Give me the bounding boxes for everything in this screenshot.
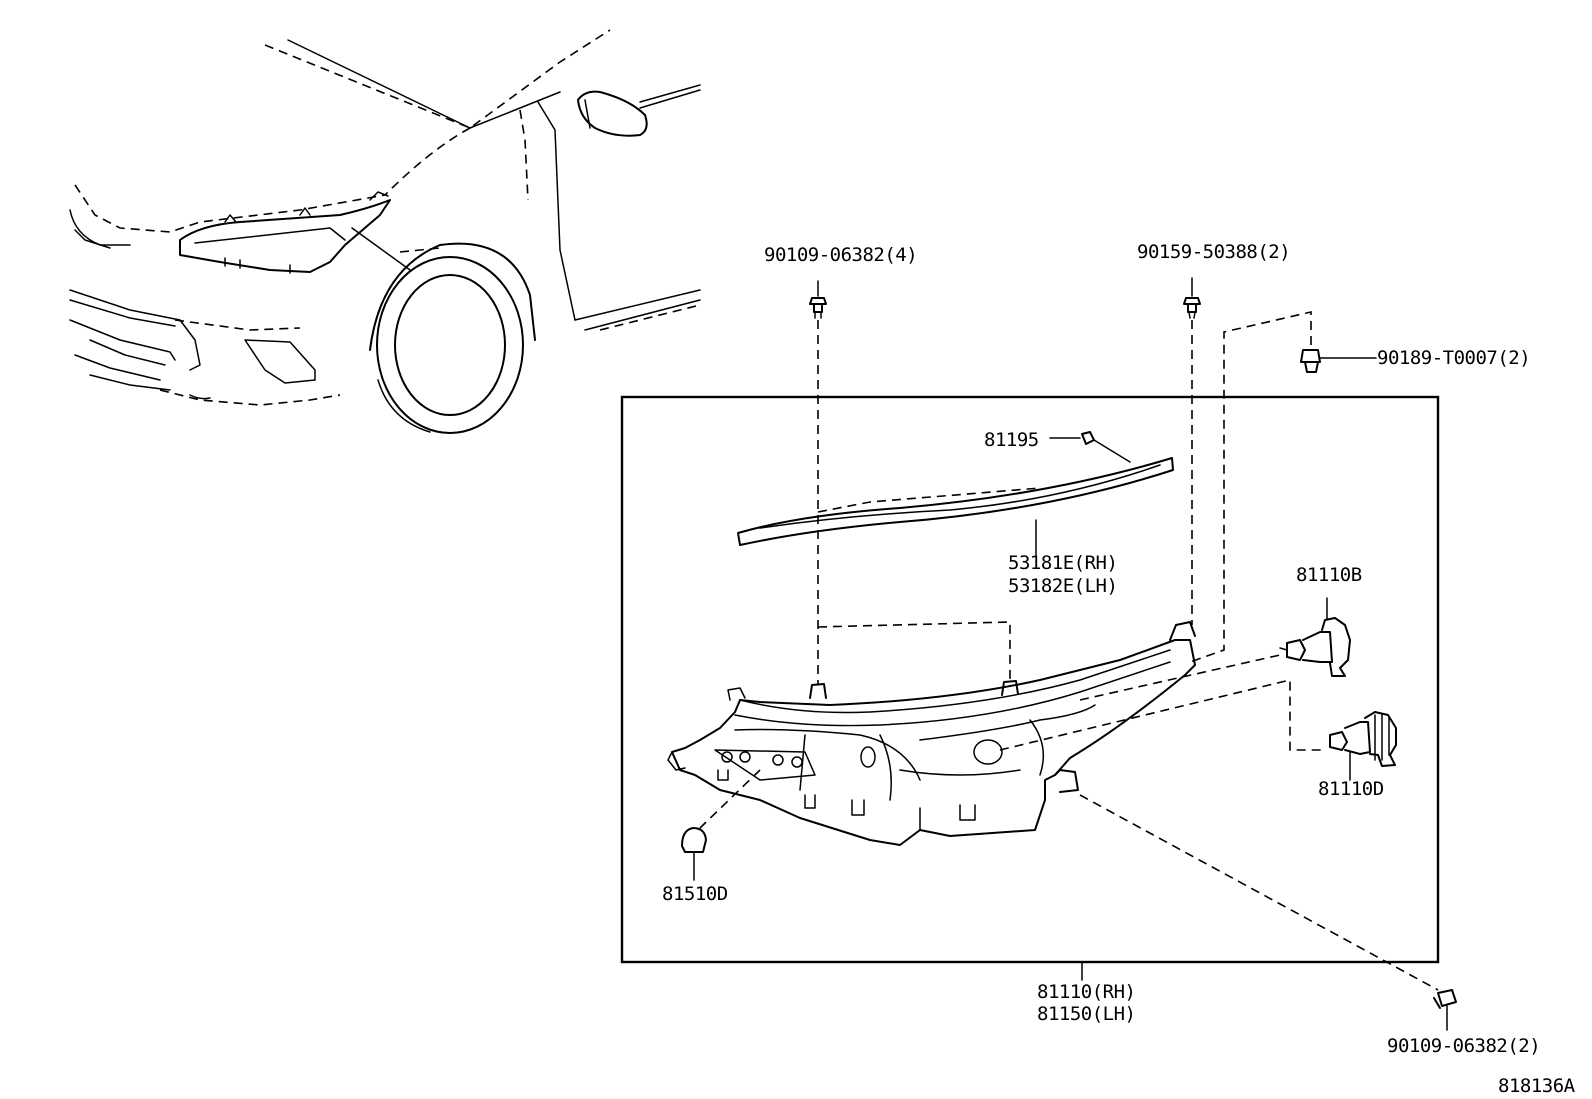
dash-line-bulb-510d xyxy=(699,769,761,829)
label-trim-53182e-lh: 53182E(LH) xyxy=(1008,575,1117,597)
plug-icon-81195 xyxy=(1049,431,1131,463)
screw-icon-top-right xyxy=(1183,277,1201,319)
bulb-icon-81110b xyxy=(1279,597,1351,677)
clip-icon-right xyxy=(1300,349,1377,373)
trim-molding-53181e xyxy=(737,457,1174,556)
dash-line-clip xyxy=(1189,310,1312,663)
bulb-icon-81110d xyxy=(1329,711,1397,781)
trim-dash-outline xyxy=(817,487,1041,513)
dash-line-bolt-bottom xyxy=(1079,794,1439,991)
label-bulb-81110d: 81110D xyxy=(1318,778,1384,800)
label-part-81195: 81195 xyxy=(984,429,1039,451)
dash-line-bulb-b xyxy=(1079,654,1281,701)
bulb-icon-81510d xyxy=(681,827,707,881)
bolt-icon-top-left xyxy=(809,280,827,319)
label-assy-81150-lh: 81150(LH) xyxy=(1037,1003,1135,1025)
label-assy-81110-rh: 81110(RH) xyxy=(1037,981,1135,1003)
label-bulb-81110b: 81110B xyxy=(1296,564,1362,586)
headlamp-assembly-icon xyxy=(667,621,1196,846)
label-bolt-90109-06382-4: 90109-06382(4) xyxy=(764,244,917,266)
dash-line-mount xyxy=(817,621,1011,685)
label-trim-53181e-rh: 53181E(RH) xyxy=(1008,552,1117,574)
label-clip-90189-t0007: 90189-T0007(2) xyxy=(1377,347,1530,369)
label-bulb-81510d: 81510D xyxy=(662,883,728,905)
assembly-boundary-box xyxy=(620,395,1440,964)
label-screw-90159-50388: 90159-50388(2) xyxy=(1137,241,1290,263)
dash-line-bulb-d xyxy=(999,678,1326,751)
label-diagram-id: 818136A xyxy=(1498,1075,1576,1097)
vehicle-location-illustration xyxy=(69,29,701,434)
label-bolt-90109-06382-2: 90109-06382(2) xyxy=(1387,1035,1540,1057)
bolt-icon-bottom-right xyxy=(1433,989,1457,1031)
